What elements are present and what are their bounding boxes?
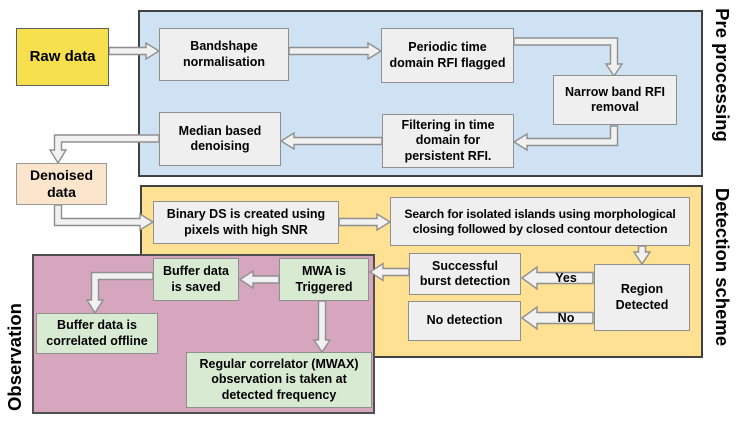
node-raw-data: Raw data [16,28,109,86]
node-buffer-correlated-offline: Buffer data is correlated offline [36,313,158,354]
arrow-bandshape-to-periodic [288,41,383,61]
arrow-binaryds-to-search [338,212,392,232]
node-denoised-data: Denoised data [16,163,107,205]
node-narrow-band-rfi-removal: Narrow band RFI removal [553,75,677,125]
arrow-mwa-to-correlator [312,300,332,354]
node-median-denoising: Median based denoising [159,112,281,166]
node-regular-correlator: Regular correlator (MWAX) observation is… [186,352,372,408]
arrow-rawdata-to-bandshape [108,41,161,61]
node-buffer-data-saved: Buffer data is saved [153,258,239,301]
arrow-denoised-to-binaryds [53,204,155,232]
edge-label-no: No [557,311,575,325]
edge-label-yes: Yes [555,271,577,285]
node-periodic-rfi-flagged: Periodic time domain RFI flagged [381,28,514,83]
node-filtering-time-domain: Filtering in time domain for persistent … [382,114,514,168]
arrow-region-to-successful-yes [520,265,594,291]
node-mwa-triggered: MWA is Triggered [279,258,369,301]
arrow-filtering-to-median [279,131,383,151]
arrow-periodic-to-narrowband [513,37,624,78]
node-successful-burst-detection: Successful burst detection [409,253,521,295]
arrow-median-to-denoised [48,134,160,165]
arrow-buffersaved-to-correlated [85,271,154,315]
arrow-region-to-nodetection-no [520,305,594,331]
arrow-narrowband-to-filtering [512,125,619,152]
pre-processing-label: Pre processing [712,8,733,142]
node-binary-ds: Binary DS is created using pixels with h… [153,201,339,244]
arrow-search-to-region [632,245,652,266]
node-no-detection: No detection [408,301,521,341]
arrow-mwa-to-buffersaved [238,269,280,290]
node-region-detected: Region Detected [594,264,690,331]
detection-scheme-label: Detection scheme [712,187,733,347]
node-search-islands: Search for isolated islands using morpho… [390,197,690,246]
observation-label: Observation [4,303,25,411]
node-bandshape-normalisation: Bandshape normalisation [159,28,289,81]
arrow-successful-to-mwa [368,262,410,282]
